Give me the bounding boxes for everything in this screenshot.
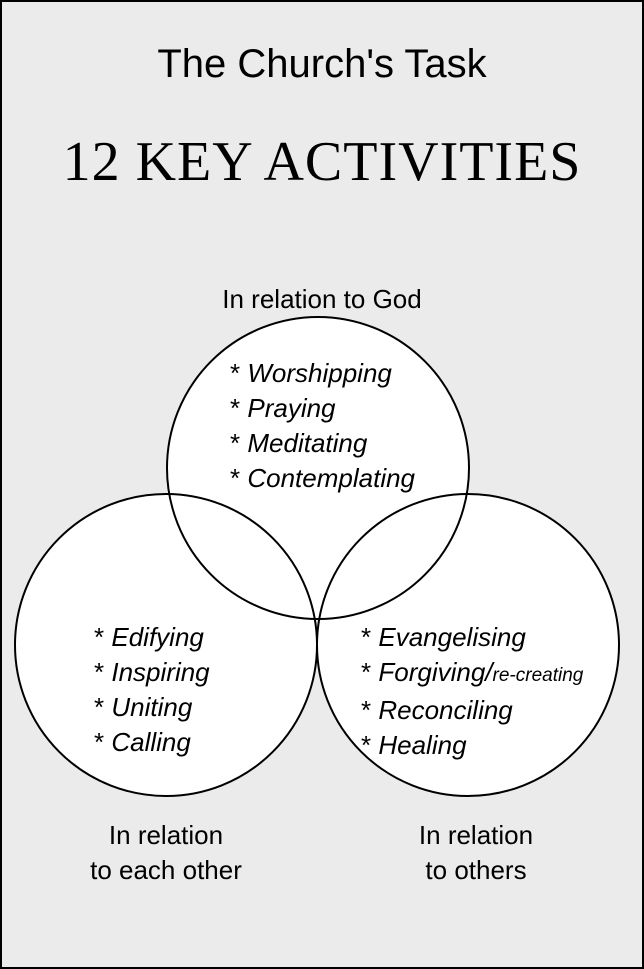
list-item: * Uniting	[94, 692, 193, 722]
list-item: * Calling	[94, 727, 191, 757]
list-item: * Forgiving/re-creating	[361, 657, 584, 687]
circle-others-outline	[316, 493, 620, 797]
page-title: 12 KEY ACTIVITIES	[62, 131, 582, 193]
label-relation-god: In relation to God	[222, 284, 422, 314]
list-relation-god: * Worshipping * Praying * Meditating * C…	[230, 356, 415, 496]
list-item: * Contemplating	[230, 463, 416, 493]
list-item: * Reconciling	[361, 695, 513, 725]
list-item: * Edifying	[94, 622, 204, 652]
circle-others-fill	[317, 494, 619, 796]
list-item: * Evangelising	[361, 622, 526, 652]
label-relation-each-other: In relation to each other	[90, 820, 242, 885]
circle-each-other-fill	[15, 494, 317, 796]
subtitle: The Church's Task	[157, 42, 487, 86]
list-item: * Praying	[230, 393, 336, 423]
list-item: * Meditating	[230, 428, 368, 458]
list-item: * Inspiring	[94, 657, 210, 687]
list-item: * Healing	[361, 730, 467, 760]
list-item: * Worshipping	[230, 358, 392, 388]
circle-god-outline	[166, 316, 470, 620]
list-relation-each-other: * Edifying * Inspiring * Uniting * Calli…	[94, 620, 210, 760]
list-relation-others: * Evangelising * Forgiving/re-creating *…	[361, 620, 583, 763]
label-relation-others: In relation to others	[418, 820, 534, 885]
